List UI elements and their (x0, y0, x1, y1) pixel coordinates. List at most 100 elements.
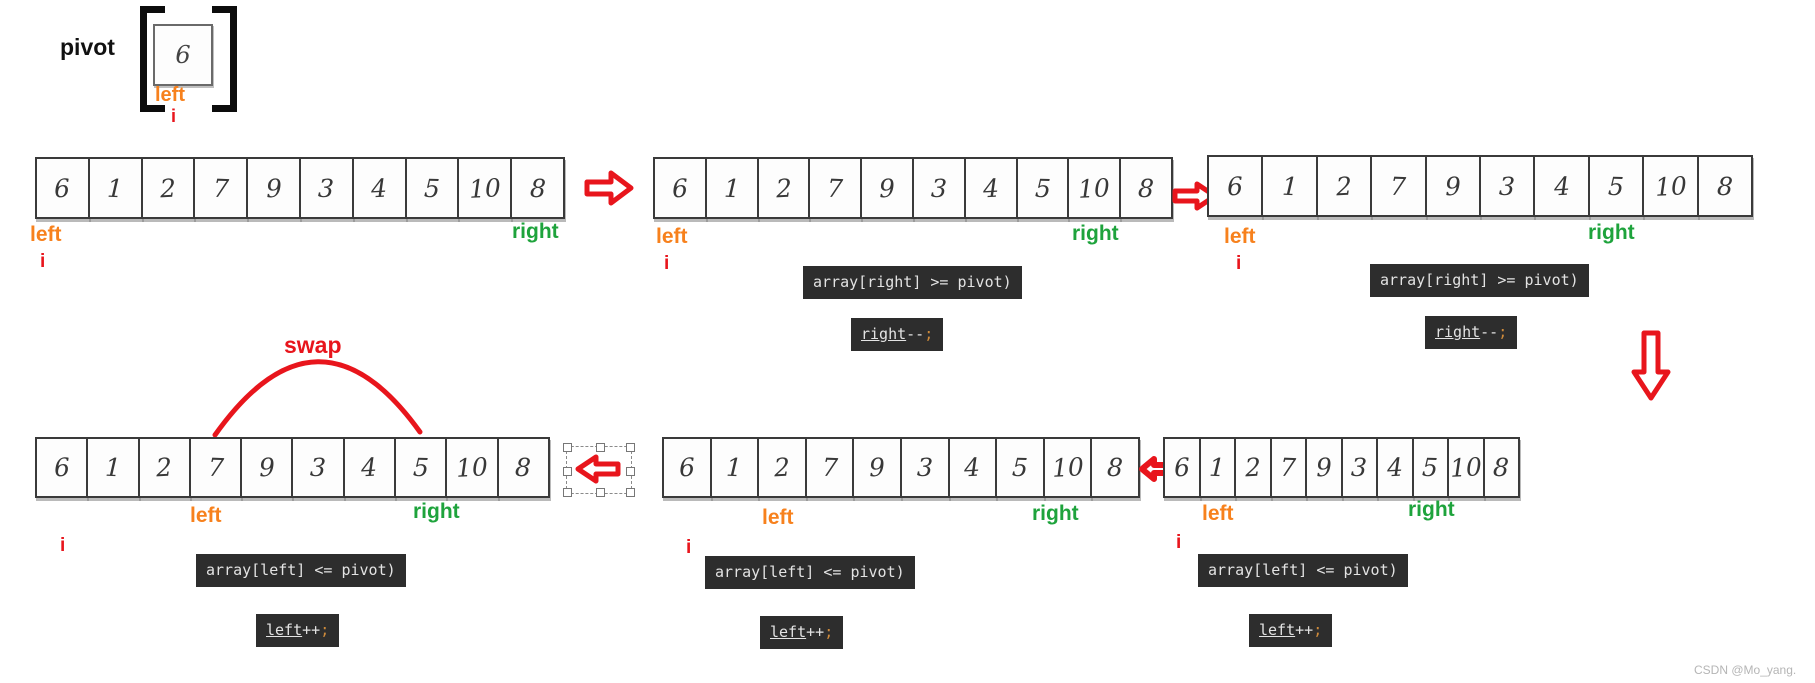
selected-arrow-object[interactable] (563, 443, 635, 497)
array-cell: 5 (404, 157, 460, 219)
selection-handle[interactable] (626, 467, 635, 476)
right-pointer-label: right (1588, 221, 1635, 244)
array-cell: 2 (1234, 437, 1272, 498)
selection-handle[interactable] (626, 443, 635, 452)
i-pointer-label: i (686, 537, 692, 558)
selection-handle[interactable] (563, 467, 572, 476)
swap-label: swap (284, 332, 342, 358)
array-cell: 5 (1015, 157, 1070, 219)
left-pointer-label: left (1202, 502, 1234, 525)
array-cell: 7 (1269, 437, 1307, 498)
array-cell: 10 (1067, 157, 1122, 219)
array-cell: 7 (1370, 155, 1427, 217)
selection-handle[interactable] (596, 443, 605, 452)
array-cell: 3 (911, 157, 966, 219)
array-cell: 5 (1411, 437, 1449, 498)
array-cell: 3 (291, 437, 345, 498)
right-pointer-label: right (1032, 502, 1079, 525)
code-action-left-increment: left++; (760, 616, 844, 649)
code-action-left-increment: left++; (1249, 614, 1333, 647)
code-condition-right: array[right] >= pivot) (803, 266, 1022, 299)
array-cell: 10 (1642, 155, 1699, 217)
selection-handle[interactable] (596, 488, 605, 497)
flow-arrow-right-icon (584, 169, 634, 207)
code-action-right-decrement: right--; (1425, 316, 1518, 349)
selection-handle[interactable] (563, 443, 572, 452)
pivot-label: pivot (60, 34, 115, 60)
array-cell: 10 (1042, 437, 1093, 498)
array-cell: 8 (1696, 155, 1754, 217)
array-cell: 6 (662, 437, 712, 498)
array-cell: 6 (35, 437, 89, 498)
left-pointer-label: left (656, 225, 688, 248)
array-cell: 7 (193, 157, 249, 219)
array-cell: 2 (140, 157, 196, 219)
array-cell: 7 (188, 437, 243, 498)
array-cell: 4 (947, 437, 998, 498)
selection-handle[interactable] (563, 488, 572, 497)
array-cell: 9 (240, 437, 294, 498)
array-cell: 4 (1376, 437, 1414, 498)
array-cell: 5 (394, 437, 448, 498)
i-pointer-label: i (60, 535, 66, 556)
array-cell: 1 (709, 437, 760, 498)
left-pointer-label: left (1224, 225, 1256, 248)
array-cell: 9 (246, 157, 301, 219)
array-cell: 8 (496, 437, 550, 498)
array-cell: 4 (342, 437, 397, 498)
watermark: CSDN @Mo_yang. (1694, 663, 1797, 677)
array-cell: 7 (804, 437, 855, 498)
array-cell: 6 (653, 157, 707, 219)
code-condition-right: array[right] >= pivot) (1370, 264, 1589, 297)
array-cell: 7 (808, 157, 863, 219)
right-pointer-label: right (512, 220, 559, 243)
left-pointer-label: left (30, 223, 62, 246)
right-pointer-label: right (413, 500, 460, 523)
array-cell: 4 (351, 157, 407, 219)
pivot-left-pointer-label: left (155, 84, 185, 106)
array-cell: 4 (1533, 155, 1590, 217)
array-cell: 8 (1482, 437, 1520, 498)
code-condition-left: array[left] <= pivot) (705, 556, 915, 589)
flow-arrow-down-icon (1631, 330, 1671, 402)
array-cell: 8 (510, 157, 565, 219)
array-cell: 1 (86, 437, 140, 498)
bracket-right-icon (212, 6, 237, 112)
pivot-value-cell: 6 (153, 24, 213, 86)
array-cell: 2 (1315, 155, 1373, 217)
code-action-right-decrement: right--; (851, 318, 944, 351)
selection-handle[interactable] (626, 488, 635, 497)
pivot-i-pointer-label: i (171, 106, 177, 126)
i-pointer-label: i (1176, 532, 1182, 553)
array-cell: 5 (995, 437, 1045, 498)
array-cell: 1 (1198, 437, 1236, 498)
array-cell: 9 (852, 437, 902, 498)
array-cell: 1 (704, 157, 759, 219)
array-cell: 3 (1479, 155, 1536, 217)
code-condition-left: array[left] <= pivot) (196, 554, 406, 587)
code-action-left-increment: left++; (256, 614, 340, 647)
array-cell: 6 (1207, 155, 1264, 217)
array-cell: 2 (757, 437, 807, 498)
array-cell: 6 (35, 157, 90, 219)
array-cell: 2 (756, 157, 811, 219)
flow-arrow-left-icon[interactable] (575, 453, 621, 485)
array-cell: 2 (137, 437, 191, 498)
array-cell: 9 (1424, 155, 1482, 217)
array-cell: 4 (963, 157, 1018, 219)
array-cell: 6 (1163, 437, 1201, 498)
i-pointer-label: i (664, 253, 670, 274)
array-cell: 10 (445, 437, 499, 498)
array-cell: 1 (87, 157, 143, 219)
right-pointer-label: right (1072, 222, 1119, 245)
bracket-left-icon (140, 6, 165, 112)
i-pointer-label: i (1236, 253, 1242, 274)
array-cell: 1 (1261, 155, 1318, 217)
right-pointer-label: right (1408, 498, 1455, 521)
array-cell: 10 (1447, 437, 1485, 498)
